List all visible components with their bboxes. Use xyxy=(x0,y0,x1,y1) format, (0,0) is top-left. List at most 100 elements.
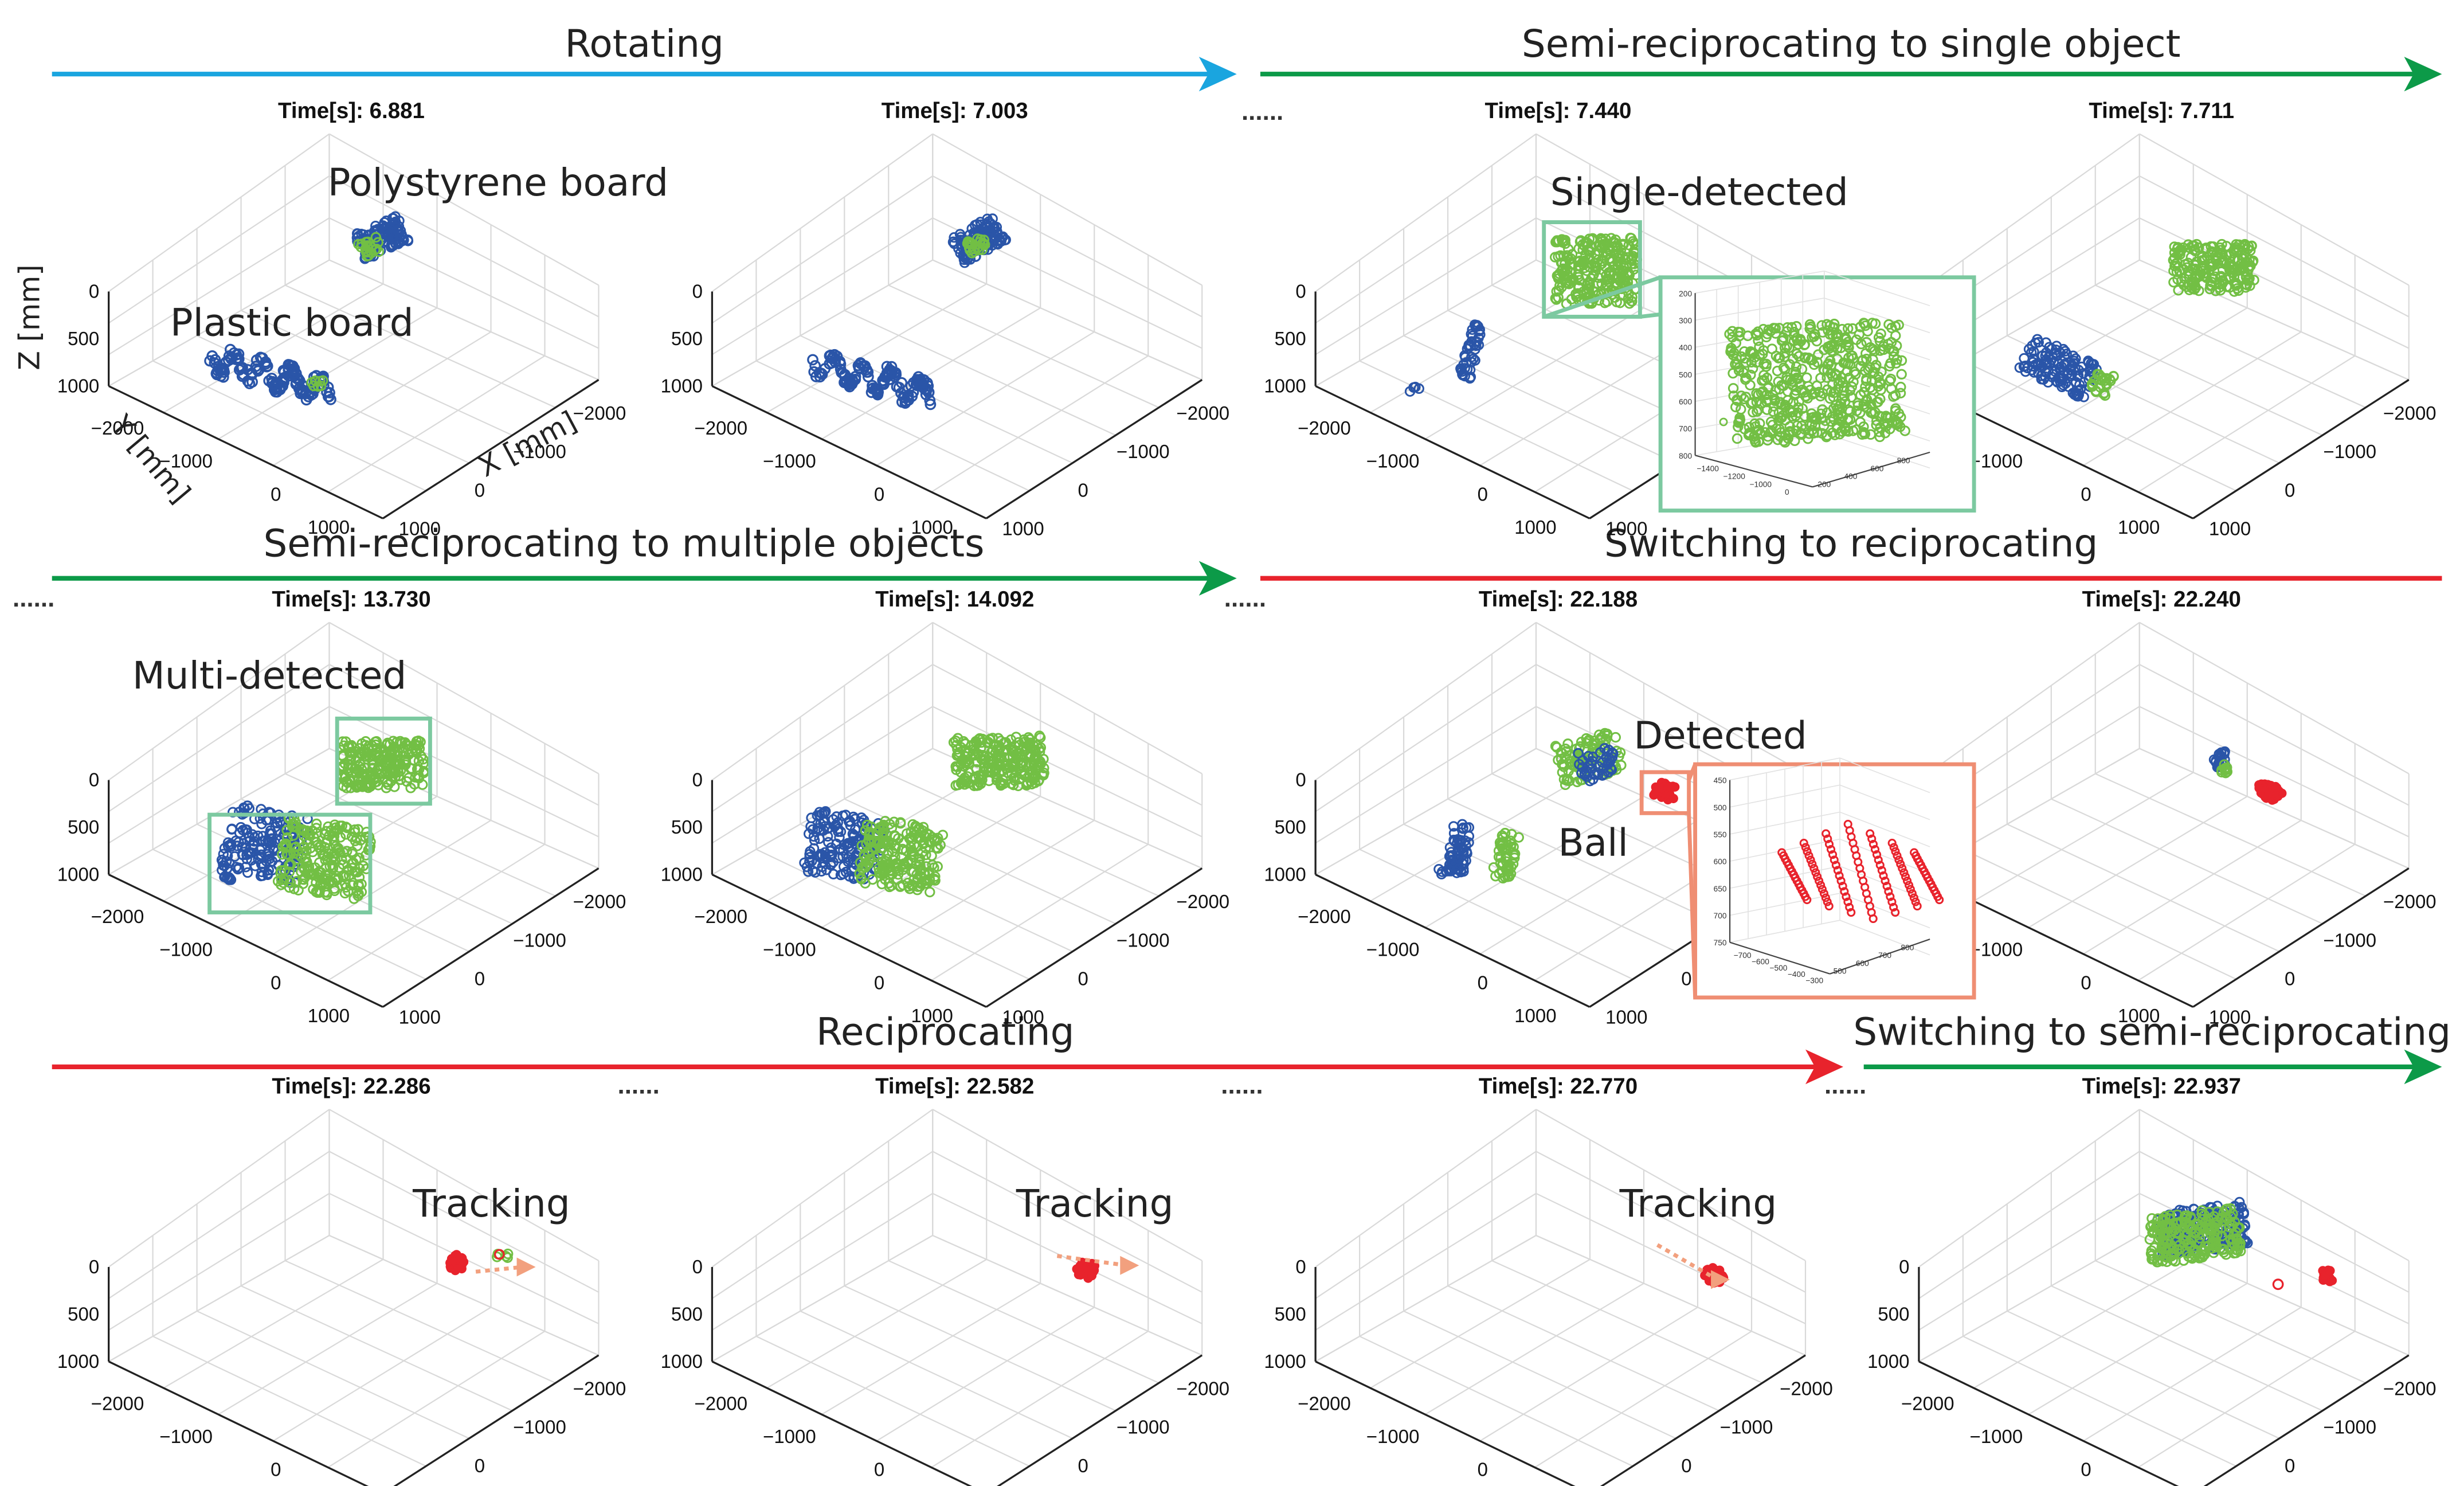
data-point xyxy=(920,389,932,401)
inset-x-tick: 700 xyxy=(1878,951,1891,960)
grid-line xyxy=(1535,133,1806,286)
data-point xyxy=(1552,270,1563,281)
data-point xyxy=(1456,844,1467,855)
point-cloud-detected xyxy=(2086,369,2119,401)
data-point xyxy=(980,239,990,250)
grid-line xyxy=(1479,820,1698,955)
x-tick-label: −2000 xyxy=(1177,402,1230,424)
z-tick-label: 500 xyxy=(68,816,99,838)
data-point xyxy=(407,746,418,757)
point-cloud-ball xyxy=(1072,1257,1100,1283)
data-point xyxy=(809,835,820,846)
data-point xyxy=(960,757,972,769)
section-title: Semi-reciprocating to multiple objects xyxy=(263,521,984,565)
x-axis-line xyxy=(2192,867,2410,1008)
data-point xyxy=(952,744,963,755)
data-point xyxy=(2051,376,2062,386)
inset-x-tick: −700 xyxy=(1734,951,1752,960)
data-point xyxy=(1603,767,1614,778)
data-point xyxy=(855,857,866,868)
inset-x-tick: −1000 xyxy=(1749,480,1772,488)
point-cloud-polystyrene-blue xyxy=(1573,743,1619,787)
y-tick-label: −1000 xyxy=(159,939,213,960)
data-point xyxy=(2207,261,2218,272)
y-tick-label: −2000 xyxy=(1298,417,1351,439)
grid-line xyxy=(1315,664,1537,812)
data-point xyxy=(222,850,233,862)
tracking-arrow-head xyxy=(1120,1256,1139,1275)
data-point xyxy=(1464,373,1475,384)
grid-line xyxy=(1918,1192,2140,1331)
data-point xyxy=(981,764,992,775)
data-point xyxy=(1579,256,1590,268)
data-point xyxy=(988,745,998,756)
data-point xyxy=(959,750,970,762)
scatter3d-panel-8: Time[s]: 22.28605001000−2000−10000100010… xyxy=(57,1074,626,1486)
data-point xyxy=(339,758,350,769)
grid-line xyxy=(152,1335,426,1467)
data-point xyxy=(327,863,339,874)
grid-line xyxy=(755,360,1030,491)
data-point xyxy=(1588,751,1599,762)
data-point xyxy=(359,762,370,773)
y-tick-label: −2000 xyxy=(695,906,748,927)
data-point xyxy=(834,832,845,843)
data-point xyxy=(835,826,847,837)
grid-line xyxy=(108,1192,330,1331)
data-point xyxy=(2097,372,2108,384)
annotation-label: Polystyrene board xyxy=(328,161,668,205)
grid-line xyxy=(1479,1307,1698,1442)
grid-line xyxy=(241,1285,513,1411)
data-point xyxy=(226,824,237,835)
data-point xyxy=(382,228,393,238)
data-point xyxy=(977,733,988,745)
z-tick-label: 1000 xyxy=(1264,375,1306,396)
data-point xyxy=(2223,260,2235,271)
data-point xyxy=(1619,277,1630,288)
data-point xyxy=(1024,742,1036,753)
data-point xyxy=(1493,851,1505,862)
data-point xyxy=(912,884,923,895)
axes xyxy=(711,291,1203,519)
data-point xyxy=(1617,240,1628,251)
data-point xyxy=(2184,243,2195,253)
grid-line xyxy=(932,133,1202,286)
data-point xyxy=(248,836,260,847)
data-point xyxy=(1572,776,1582,788)
data-point xyxy=(878,842,888,853)
data-point xyxy=(2046,354,2057,366)
grid-line xyxy=(888,773,1159,897)
x-tick-label: 1000 xyxy=(399,1007,441,1028)
grid-line xyxy=(711,664,933,812)
grid-line xyxy=(108,1109,330,1268)
data-point xyxy=(242,867,253,878)
data-point xyxy=(977,775,988,785)
panel-time-label: Time[s]: 14.092 xyxy=(875,587,1034,612)
data-point xyxy=(890,851,900,862)
data-point xyxy=(1581,738,1592,749)
grid-line xyxy=(2139,133,2410,286)
data-point xyxy=(1558,774,1570,785)
y-axis-line xyxy=(108,1360,369,1486)
grid-line xyxy=(931,843,1149,981)
section-arrow-3: Switching to reciprocating xyxy=(1260,521,2442,581)
grid-line xyxy=(711,217,933,355)
data-point xyxy=(310,376,322,386)
point-cloud-detected xyxy=(353,232,384,262)
data-point xyxy=(330,840,342,852)
x-tick-label: −1000 xyxy=(1117,1417,1170,1438)
y-tick-label: 0 xyxy=(1478,972,1488,993)
point-cloud-ball xyxy=(1649,777,1680,805)
grid-line xyxy=(1315,133,1537,292)
data-point xyxy=(1593,254,1604,265)
grid-line xyxy=(2095,773,2366,897)
z-tick-label: 1000 xyxy=(661,1351,703,1372)
data-point xyxy=(960,738,971,749)
data-point xyxy=(1010,732,1022,742)
grid-line xyxy=(1973,283,2194,413)
data-point xyxy=(814,851,825,862)
data-point xyxy=(1552,236,1563,248)
grid-line xyxy=(1534,1331,1752,1468)
y-axis-line xyxy=(1315,874,1591,1008)
point-cloud-single-detected xyxy=(1550,232,1643,310)
